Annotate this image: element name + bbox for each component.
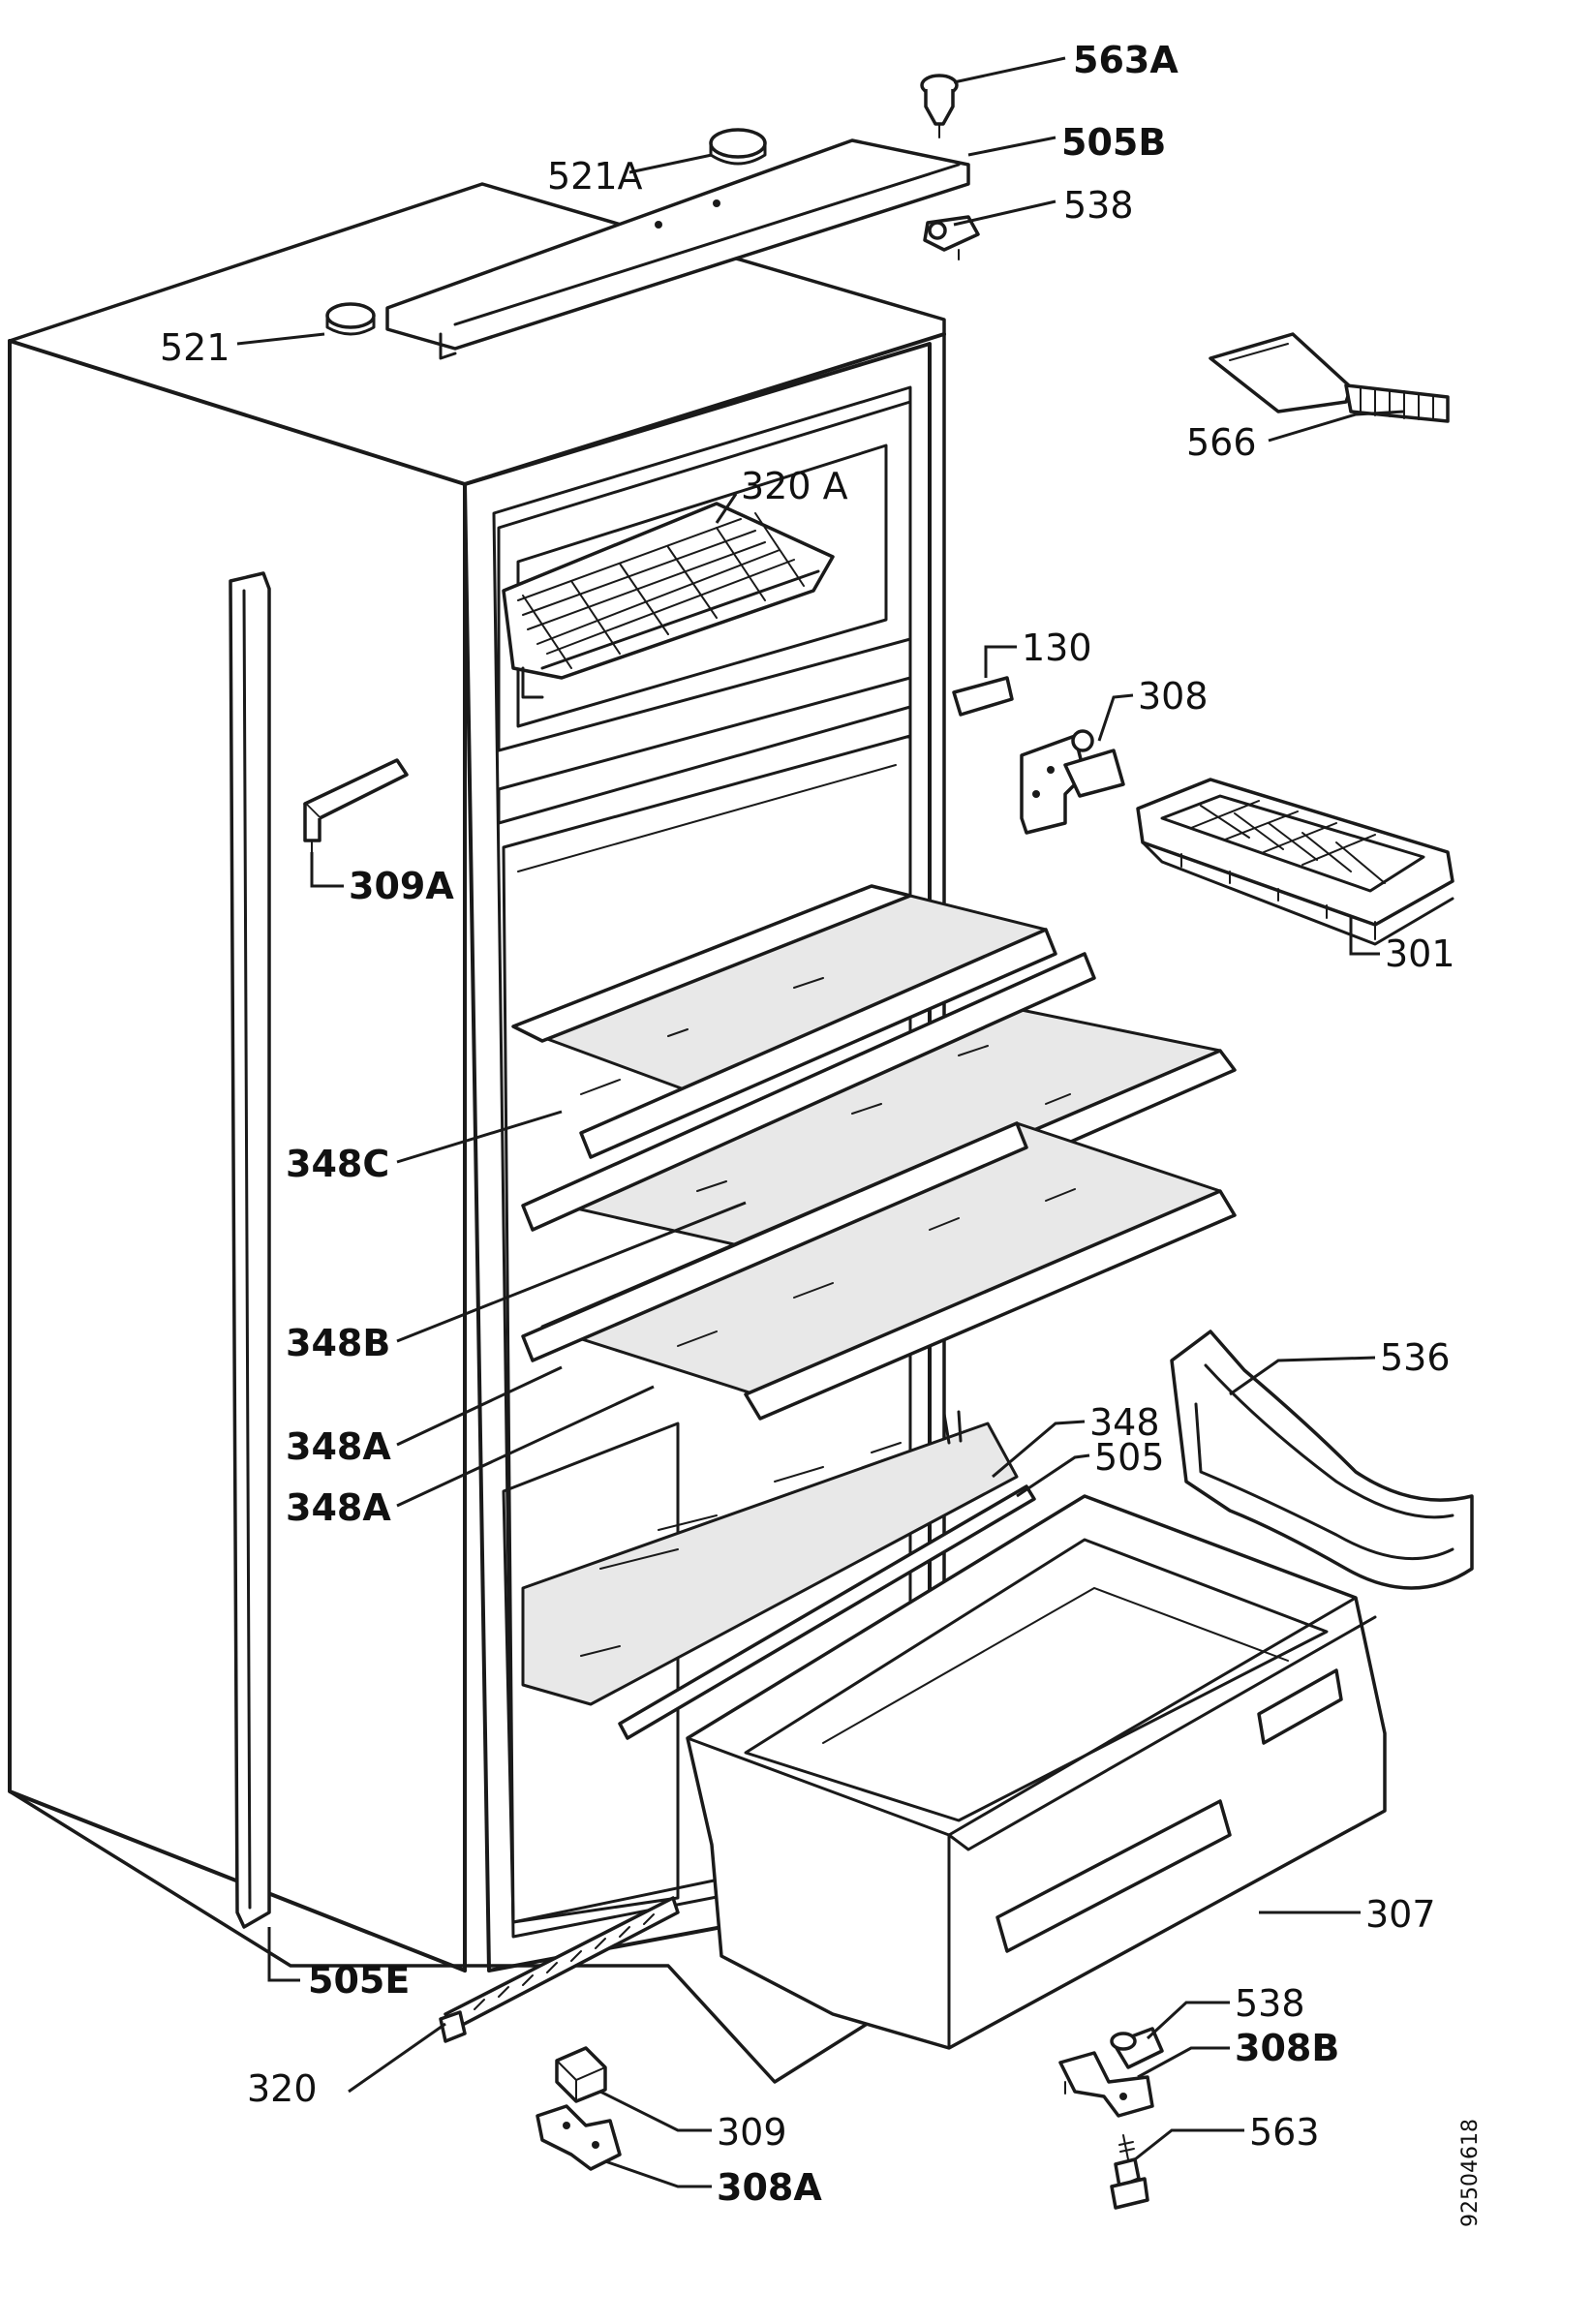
bottle-holder-536 — [1170, 1330, 1474, 1590]
label-348a-upper: 348A — [286, 1425, 391, 1468]
label-505e: 505E — [308, 1959, 410, 2002]
label-563a: 563A — [1073, 39, 1179, 81]
trim-strip-505 — [618, 1484, 1036, 1740]
label-538-top: 538 — [1063, 184, 1134, 227]
glass-shelf-348 — [521, 1410, 1019, 1706]
label-505b: 505B — [1061, 121, 1166, 164]
label-521a: 521A — [547, 155, 643, 198]
label-505: 505 — [1094, 1436, 1165, 1479]
pin-538-bottom — [1110, 2027, 1164, 2069]
label-348a-lower: 348A — [286, 1486, 391, 1529]
crisper-drawer-307 — [686, 1494, 1387, 2050]
label-563: 563 — [1249, 2111, 1320, 2154]
label-536: 536 — [1380, 1336, 1451, 1379]
hinge-308 — [1020, 729, 1125, 835]
stopper-521 — [325, 302, 376, 336]
label-307: 307 — [1365, 1893, 1436, 1936]
label-538-bottom: 538 — [1235, 1982, 1305, 2025]
rail-320 — [439, 1896, 680, 2043]
door-gasket-505e — [229, 571, 271, 1929]
block-309 — [555, 2046, 607, 2103]
leader-lines — [236, 56, 1405, 2188]
label-348: 348 — [1089, 1401, 1160, 1444]
screw-563 — [1110, 2134, 1149, 2210]
label-566: 566 — [1186, 421, 1257, 464]
label-130: 130 — [1022, 627, 1092, 669]
shelf-348c — [511, 884, 1057, 1159]
part-labels: 563A 505B 521A 538 521 566 320 A 130 308… — [160, 39, 1483, 2227]
screw-563a — [920, 74, 959, 138]
label-308b: 308B — [1235, 2027, 1339, 2069]
label-348c: 348C — [286, 1143, 389, 1185]
ice-tray-301 — [1136, 778, 1454, 946]
reference-number: 92504618 — [1458, 2119, 1483, 2227]
bracket-309a — [303, 758, 409, 853]
label-308a: 308A — [717, 2166, 822, 2209]
label-348b: 348B — [286, 1322, 390, 1364]
stopper-521a — [709, 128, 767, 166]
ice-scraper-566 — [1209, 332, 1450, 423]
label-308: 308 — [1138, 675, 1209, 718]
label-309a: 309A — [349, 865, 454, 907]
shelf-348a-upper — [521, 1121, 1237, 1421]
label-320a: 320 A — [741, 465, 848, 507]
hinge-308b — [1058, 2051, 1154, 2118]
freezer-rack-320a — [502, 502, 835, 699]
top-hinge-bar-505b — [385, 138, 970, 360]
label-309: 309 — [717, 2111, 787, 2154]
label-320: 320 — [247, 2067, 318, 2110]
label-301: 301 — [1385, 933, 1455, 975]
pad-130 — [952, 676, 1014, 717]
label-521: 521 — [160, 326, 230, 369]
pin-538-top — [923, 215, 980, 260]
hinge-308a — [536, 2104, 622, 2171]
